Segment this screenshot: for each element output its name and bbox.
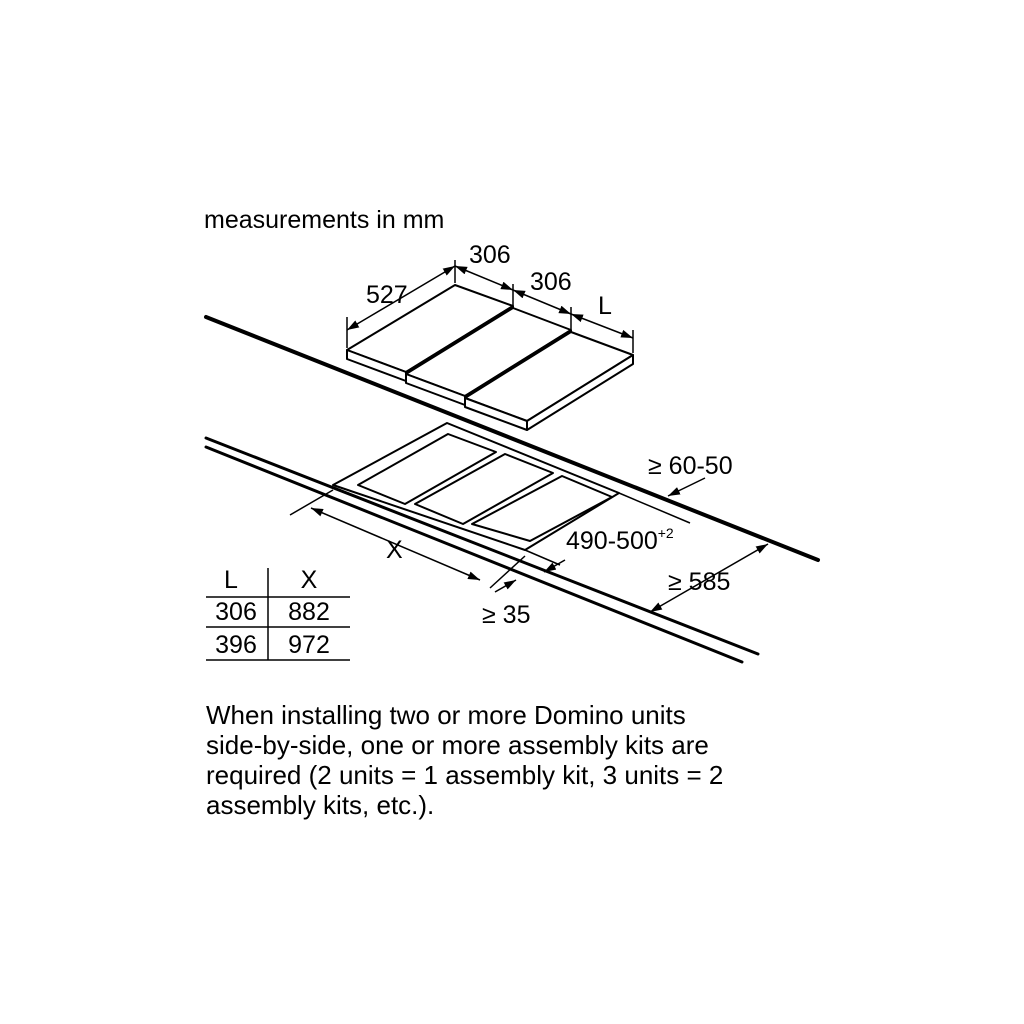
units-label: measurements in mm: [204, 206, 444, 234]
installation-note: When installing two or more Domino units…: [206, 700, 906, 820]
dim-front-gap-b: [543, 559, 566, 573]
label-front-gap: ≥ 35: [482, 601, 530, 629]
label-cutout-width: X: [386, 536, 403, 564]
cutout-inner-2: [414, 453, 554, 525]
dimension-lines: [289, 260, 769, 613]
dim-depth-527: [346, 265, 456, 331]
dim-worktop-depth: [649, 543, 769, 613]
label-width-2: 306: [530, 268, 572, 296]
label-rear-gap: ≥ 60-50: [648, 452, 733, 480]
cutout-depth-tolerance: +2: [658, 525, 674, 541]
table-cell: 306: [215, 598, 257, 626]
dim-width-306-a: [454, 265, 514, 291]
note-line: side-by-side, one or more assembly kits …: [206, 730, 709, 760]
cutout-depth-value: 490-500: [566, 527, 658, 555]
dim-cutout-width-X: [310, 507, 481, 581]
label-width-L: L: [598, 292, 612, 320]
table-header-L: L: [224, 566, 238, 594]
dim-rear-gap: [667, 477, 706, 497]
dim-width-306-b: [512, 289, 572, 315]
note-line: When installing two or more Domino units: [206, 700, 686, 730]
note-line: required (2 units = 1 assembly kit, 3 un…: [206, 760, 724, 790]
note-line: assembly kits, etc.).: [206, 790, 435, 820]
worktop-front-edge-top: [204, 436, 760, 656]
table-cell: 882: [288, 598, 330, 626]
size-table: L X 306 882 396 972: [206, 566, 350, 661]
label-worktop-depth: ≥ 585: [668, 568, 730, 596]
dim-front-gap-a: [494, 579, 517, 593]
worktop-rear-edge: [204, 315, 820, 562]
table-cell: 396: [215, 631, 257, 659]
table-header-X: X: [301, 566, 318, 594]
hob-unit-3: [464, 331, 634, 431]
label-width-1: 306: [469, 241, 511, 269]
cutout-inner-1: [357, 433, 497, 505]
table-cell: 972: [288, 631, 330, 659]
label-cutout-depth: 490-500+2: [566, 525, 674, 555]
dim-width-L: [570, 313, 634, 339]
cutout-inner-3: [471, 475, 613, 542]
label-depth: 527: [366, 281, 408, 309]
